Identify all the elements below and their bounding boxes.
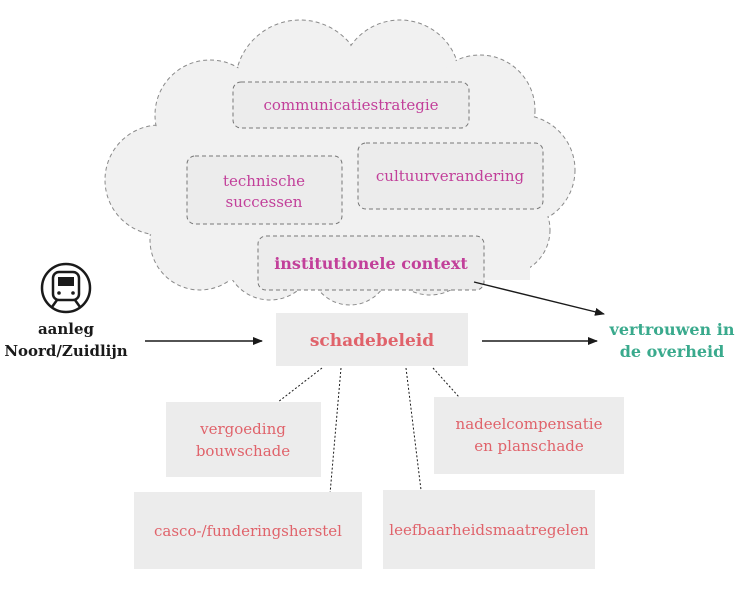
connector-casco (329, 367, 342, 495)
institutionele-context-box (257, 235, 485, 291)
technische-label-line2: successen (226, 193, 303, 211)
nadeelcompensatie-box (434, 397, 624, 474)
nadeel-label-line2: en planschade (474, 437, 584, 455)
connector-vergoeding (277, 367, 323, 403)
connector-leefbaarheid (405, 367, 422, 491)
schadebeleid-box (276, 313, 468, 366)
arrow-context-to-vertrouwen (473, 281, 605, 316)
leefbaarheid-label: leefbaarheidsmaatregelen (389, 521, 589, 539)
leefbaarheid-box (383, 490, 595, 569)
communicatiestrategie-box (232, 81, 470, 129)
nadeel-label-line1: nadeelcompensatie (456, 415, 603, 433)
train-icon (40, 262, 92, 314)
vergoeding-label-line1: vergoeding (199, 420, 286, 438)
institutionele-context-label: institutionele context (274, 254, 468, 273)
cultuurverandering-box (357, 142, 544, 210)
input-label-line1: aanleg (38, 320, 95, 338)
technische-label-line1: technische (223, 172, 305, 190)
communicatiestrategie-label: communicatiestrategie (263, 96, 438, 114)
cultuurverandering-label: cultuurverandering (376, 167, 525, 185)
casco-box (134, 492, 362, 569)
vergoeding-label-line2: bouwschade (196, 442, 290, 460)
casco-label: casco-/funderingsherstel (154, 522, 342, 540)
technische-successen-box (186, 155, 343, 225)
connector-nadeel (432, 367, 460, 398)
output-label-line1: vertrouwen in (609, 320, 735, 339)
schadebeleid-label: schadebeleid (310, 331, 434, 351)
vergoeding-bouwschade-box (166, 402, 321, 477)
input-label-line2: Noord/Zuidlijn (4, 342, 127, 360)
output-label-line2: de overheid (620, 342, 725, 361)
